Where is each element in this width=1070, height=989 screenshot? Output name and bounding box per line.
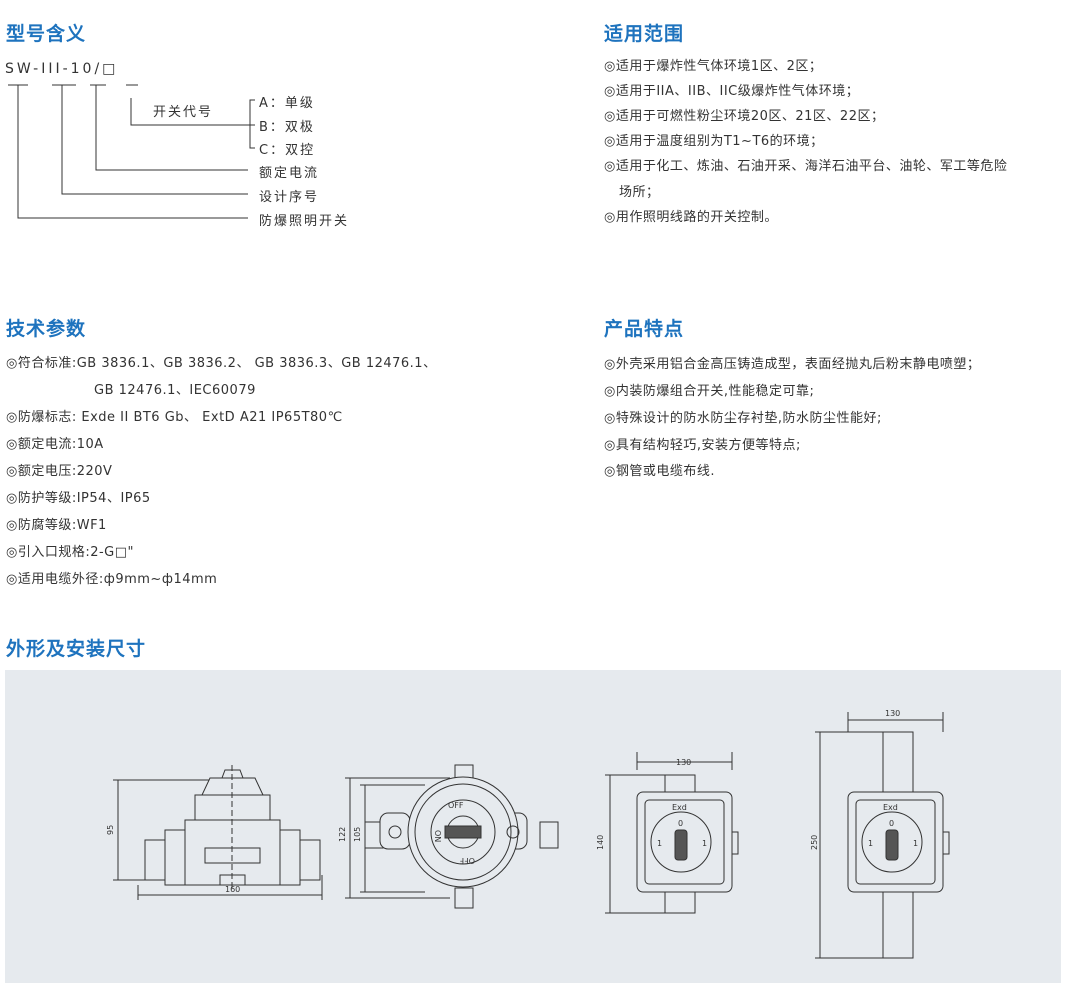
d4-dial-one-left: 1	[868, 839, 873, 848]
d3-dial-one-left: 1	[657, 839, 662, 848]
tech-item: ◎适用电缆外径:ф9mm~ф14mm	[6, 572, 218, 587]
tech-item: ◎引入口规格:2-G□"	[6, 545, 135, 560]
side-view-drawing	[113, 765, 323, 900]
d2-on-label: ON	[433, 830, 442, 842]
scope-item: 场所；	[619, 185, 660, 200]
front-view-small-drawing	[605, 752, 739, 914]
label-rated-current: 额定电流	[259, 166, 320, 181]
d2-outer-label: 122	[338, 827, 347, 842]
switch-code-label: 开关代号	[153, 105, 214, 120]
option-a: A：单级	[259, 96, 315, 111]
scope-item: ◎适用于温度组别为T1~T6的环境；	[604, 134, 824, 149]
d4-height-label: 250	[810, 835, 819, 850]
option-b: B：双极	[259, 120, 315, 135]
dimension-drawings: 95 160 OFF ON OFF 122 105	[106, 709, 950, 959]
label-switch-name: 防爆照明开关	[259, 214, 350, 229]
d2-off-bottom-label: OFF	[459, 856, 475, 865]
tech-item: ◎防腐等级:WF1	[6, 518, 107, 533]
d2-inner-label: 105	[353, 827, 362, 842]
d3-dial-one-right: 1	[702, 839, 707, 848]
tech-item: ◎防爆标志: Exde II BT6 Gb、 ExtD A21 IP65T80℃	[6, 410, 343, 425]
tech-item: ◎防护等级:IP54、IP65	[6, 491, 151, 506]
scope-item: ◎适用于IIA、IIB、IIC级爆炸性气体环境；	[604, 84, 860, 99]
feature-item: ◎外壳采用铝合金高压铸造成型，表面经抛丸后粉末静电喷塑；	[604, 357, 981, 372]
feature-item: ◎钢管或电缆布线.	[604, 464, 715, 479]
tech-heading: 技术参数	[6, 318, 87, 340]
scope-heading: 适用范围	[604, 23, 685, 45]
feature-item: ◎特殊设计的防水防尘存衬垫,防水防尘性能好;	[604, 411, 882, 426]
tech-item: GB 12476.1、IEC60079	[94, 383, 256, 398]
tech-item: ◎额定电流:10A	[6, 437, 104, 452]
scope-item: ◎用作照明线路的开关控制。	[604, 210, 778, 225]
scope-item: ◎适用于化工、炼油、石油开采、海洋石油平台、油轮、军工等危险	[604, 159, 1008, 174]
tech-item: ◎符合标准:GB 3836.1、GB 3836.2、 GB 3836.3、GB …	[6, 356, 437, 371]
d1-width-label: 160	[225, 885, 240, 894]
d4-width-label: 130	[885, 709, 900, 718]
d3-height-label: 140	[596, 835, 605, 850]
feature-item: ◎内装防爆组合开关,性能稳定可靠;	[604, 384, 815, 399]
model-code: SW-III-10/□	[5, 61, 119, 77]
scope-item: ◎适用于爆炸性气体环境1区、2区；	[604, 59, 823, 74]
d2-off-top-label: OFF	[448, 801, 464, 810]
d1-height-label: 95	[106, 825, 115, 835]
d3-width-label: 130	[676, 758, 691, 767]
features-heading: 产品特点	[604, 318, 685, 340]
d4-brand-label: Exd	[883, 803, 898, 812]
label-design-number: 设计序号	[259, 190, 320, 205]
d4-dial-zero: 0	[889, 819, 894, 828]
front-view-tall-drawing	[815, 712, 950, 959]
model-heading: 型号含义	[6, 23, 87, 45]
d3-brand-label: Exd	[672, 803, 687, 812]
top-view-drawing	[345, 764, 559, 909]
tech-item: ◎额定电压:220V	[6, 464, 113, 479]
d4-dial-one-right: 1	[913, 839, 918, 848]
scope-item: ◎适用于可燃性粉尘环境20区、21区、22区；	[604, 109, 885, 124]
option-c: C：双控	[259, 143, 316, 158]
d3-dial-zero: 0	[678, 819, 683, 828]
dimensions-heading: 外形及安装尺寸	[6, 638, 147, 660]
dimension-drawings-panel: 95 160 OFF ON OFF 122 105	[5, 670, 1061, 983]
feature-item: ◎具有结构轻巧,安装方便等特点;	[604, 438, 801, 453]
model-diagram-lines	[8, 84, 255, 219]
